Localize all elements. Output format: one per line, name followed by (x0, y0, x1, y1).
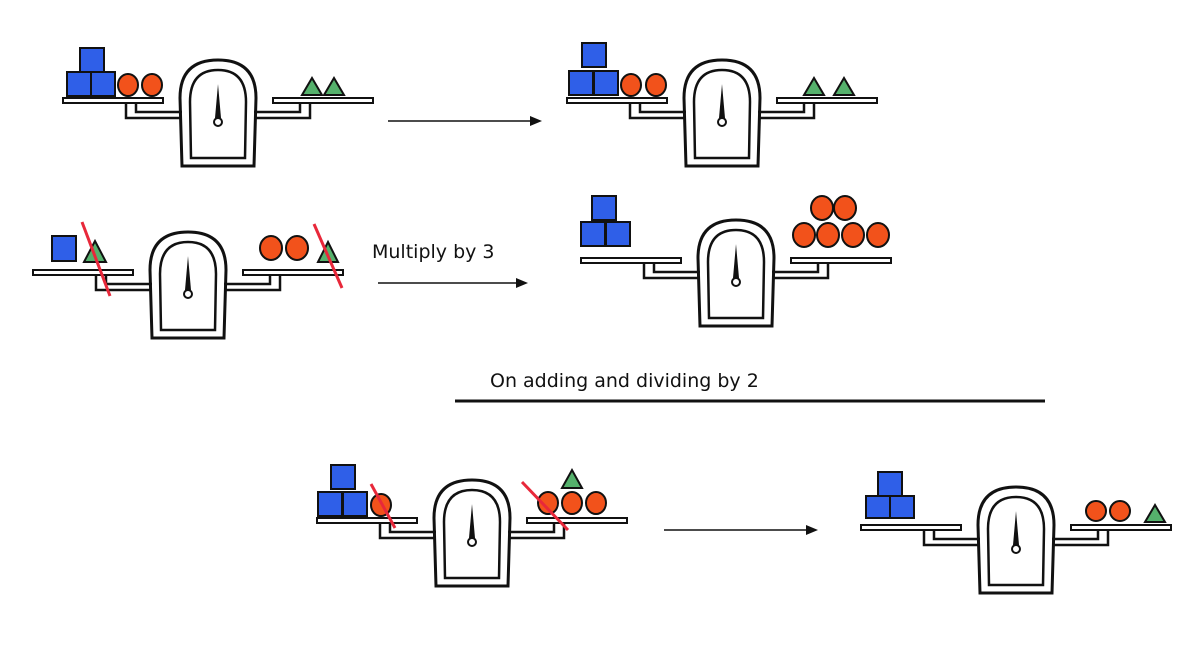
row2-before-right-items (259, 223, 344, 289)
row2-after-left-items (580, 195, 631, 247)
row2-before-left-items (51, 221, 112, 297)
blue-cube (317, 491, 343, 517)
blue-cube (568, 70, 594, 96)
blue-cube (889, 495, 915, 519)
row3-after-left-items (865, 471, 915, 519)
row3-before-right-items (520, 467, 607, 532)
orange-ball (645, 73, 667, 97)
orange-ball (117, 73, 139, 97)
blue-cube (877, 471, 903, 497)
blue-cube (330, 464, 356, 490)
blue-cube (79, 47, 105, 73)
green-triangle (316, 239, 340, 263)
orange-ball (841, 222, 865, 248)
blue-cube (865, 495, 891, 519)
blue-cube (66, 71, 92, 97)
orange-ball (833, 195, 857, 221)
orange-ball (792, 222, 816, 248)
row3-after-right-items (1085, 500, 1167, 523)
row2-after-right-items (792, 195, 890, 248)
arrow-row2 (378, 278, 528, 288)
orange-ball (1085, 500, 1107, 522)
green-triangle (560, 467, 584, 489)
row1-after-right-items (802, 76, 856, 96)
blue-cube (581, 42, 607, 68)
row1-after-left-items (568, 42, 667, 97)
green-triangle (1143, 503, 1167, 523)
orange-ball (141, 73, 163, 97)
multiply-label: Multiply by 3 (372, 241, 495, 263)
row3-before-left-items (317, 464, 397, 529)
row1-before-right-items (300, 76, 346, 96)
green-triangle (832, 76, 856, 96)
row1-before-left-items (66, 47, 163, 97)
green-triangle (300, 76, 324, 96)
orange-ball (259, 235, 283, 261)
blue-cube (593, 70, 619, 96)
arrow-row3 (664, 525, 818, 535)
green-triangle (322, 76, 346, 96)
arrow-row1 (388, 116, 542, 126)
blue-cube (342, 491, 368, 517)
cross-out-mark (369, 483, 397, 529)
blue-cube (51, 235, 77, 262)
cross-out-mark (312, 223, 344, 289)
orange-ball (620, 73, 642, 97)
orange-ball (585, 491, 607, 515)
orange-ball (537, 491, 559, 515)
green-triangle (82, 238, 108, 263)
orange-ball (816, 222, 840, 248)
orange-ball (810, 195, 834, 221)
blue-cube (605, 221, 631, 247)
green-triangle (802, 76, 826, 96)
orange-ball (866, 222, 890, 248)
blue-cube (591, 195, 617, 221)
blue-cube (580, 221, 606, 247)
orange-ball (561, 491, 583, 515)
orange-ball (1109, 500, 1131, 522)
blue-cube (90, 71, 116, 97)
cross-out-mark (80, 221, 112, 297)
add-divide-label: On adding and dividing by 2 (490, 370, 759, 392)
cross-out-mark (520, 480, 570, 532)
orange-ball (285, 235, 309, 261)
